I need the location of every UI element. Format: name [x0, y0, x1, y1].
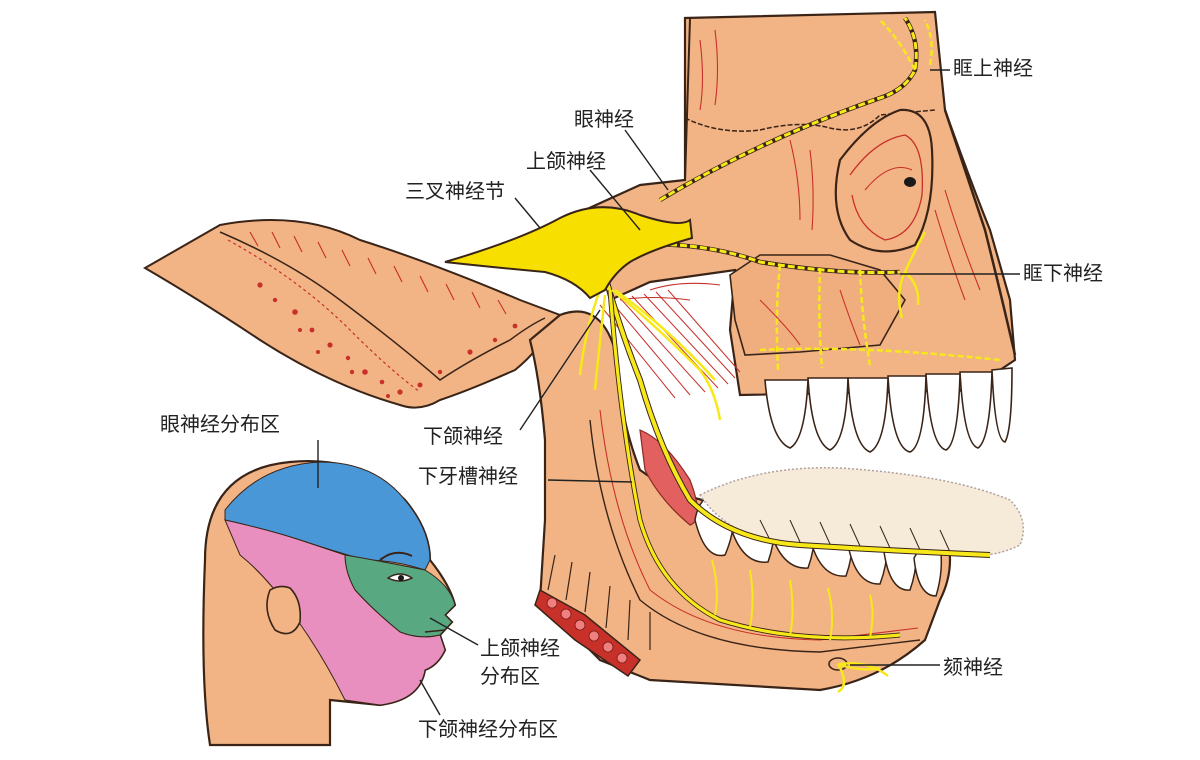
label-mandibular-nerve: 下颌神经	[423, 424, 503, 448]
nerves	[578, 16, 1001, 694]
label-inferior-alveolar-nerve: 下牙槽神经	[418, 464, 518, 488]
skull-base	[143, 219, 562, 409]
mandibular-area	[224, 519, 446, 706]
mandible	[528, 310, 1025, 692]
label-mandibular-area: 下颌神经分布区	[418, 717, 558, 741]
head-distribution-inset	[202, 460, 457, 747]
label-ophthalmic-area: 眼神经分布区	[160, 412, 280, 436]
label-mental-nerve: 颏神经	[943, 655, 1003, 679]
trigeminal-ganglion	[444, 206, 694, 300]
label-maxillary-nerve: 上颌神经	[526, 149, 606, 173]
label-infraorbital-nerve: 眶下神经	[1023, 261, 1103, 285]
label-trigeminal-ganglion: 三叉神经节	[405, 179, 505, 203]
label-supraorbital-nerve: 眶上神经	[953, 56, 1033, 80]
leader-lines	[317, 69, 1020, 716]
label-maxillary-area-line1: 上颌神经	[480, 636, 560, 660]
label-ophthalmic-nerve: 眼神经	[574, 107, 634, 131]
label-maxillary-area-line2: 分布区	[480, 664, 540, 688]
